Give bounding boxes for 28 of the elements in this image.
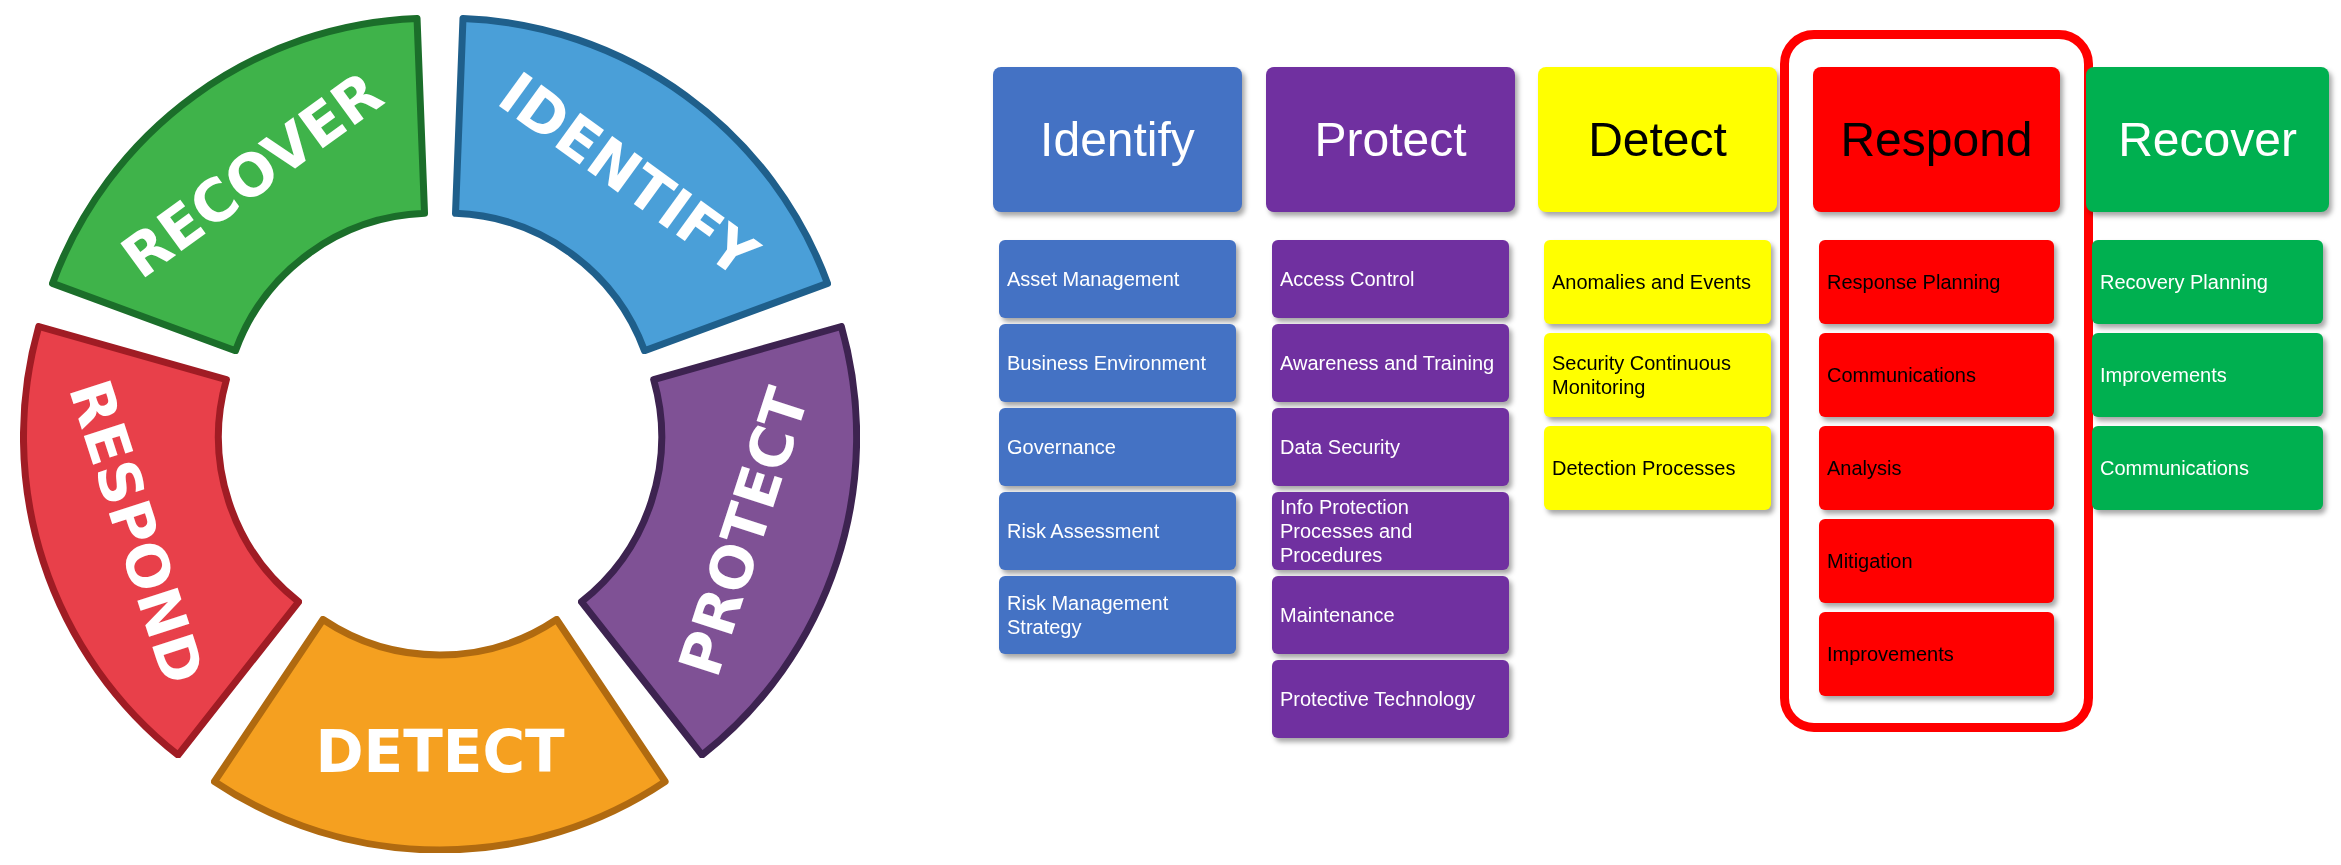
category-box: Communications	[1819, 333, 2054, 417]
category-box: Security Continuous Monitoring	[1544, 333, 1771, 417]
category-box: Info Protection Processes and Procedures	[1272, 492, 1509, 570]
category-box: Response Planning	[1819, 240, 2054, 324]
function-header: Identify	[993, 67, 1242, 212]
category-box: Business Environment	[999, 324, 1236, 402]
category-box: Data Security	[1272, 408, 1509, 486]
function-header: Detect	[1538, 67, 1777, 212]
category-box: Risk Management Strategy	[999, 576, 1236, 654]
function-header: Respond	[1813, 67, 2060, 212]
category-box: Awareness and Training	[1272, 324, 1509, 402]
category-box: Maintenance	[1272, 576, 1509, 654]
category-box: Detection Processes	[1544, 426, 1771, 510]
category-box: Improvements	[1819, 612, 2054, 696]
category-box: Improvements	[2092, 333, 2323, 417]
category-box: Asset Management	[999, 240, 1236, 318]
category-box: Analysis	[1819, 426, 2054, 510]
category-box: Communications	[2092, 426, 2323, 510]
category-box: Anomalies and Events	[1544, 240, 1771, 324]
category-box: Protective Technology	[1272, 660, 1509, 738]
segment-label: DETECT	[315, 723, 565, 782]
category-box: Mitigation	[1819, 519, 2054, 603]
category-box: Risk Assessment	[999, 492, 1236, 570]
category-box: Recovery Planning	[2092, 240, 2323, 324]
category-box: Access Control	[1272, 240, 1509, 318]
function-header: Recover	[2086, 67, 2329, 212]
function-header: Protect	[1266, 67, 1515, 212]
category-box: Governance	[999, 408, 1236, 486]
